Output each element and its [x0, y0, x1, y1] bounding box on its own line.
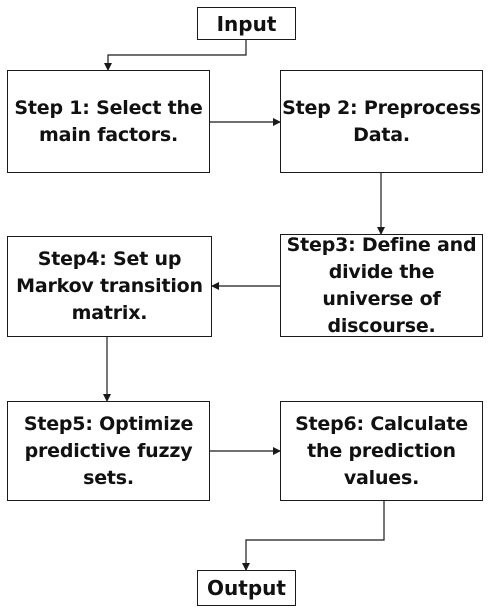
step4-label-line-3: matrix.: [71, 302, 148, 324]
step2-label-line-2: Data.: [353, 123, 410, 146]
arrow-step6-to-output: [242, 501, 385, 571]
step1-label-line-1: Step 1: Select the: [14, 96, 203, 119]
step6-label-line-2: the prediction: [307, 439, 456, 462]
step2-node: Step 2: Preprocess Data.: [280, 70, 483, 173]
input-label-line-1: Input: [216, 11, 277, 36]
step3-node: Step3: Define and divide the universe of…: [280, 234, 483, 337]
arrow-input-to-step1: [104, 40, 247, 71]
step2-label-line-1: Step 2: Preprocess: [282, 96, 481, 119]
output-node: Output: [197, 570, 296, 606]
step4-label-line-1: Step4: Set up: [37, 248, 182, 270]
step5-label-line-3: sets.: [83, 466, 134, 489]
step4-node: Step4: Set up Markov transition matrix.: [7, 236, 212, 337]
step1-label-line-2: main factors.: [38, 123, 179, 146]
step6-node: Step6: Calculate the prediction values.: [280, 401, 483, 501]
step6-label-line-1: Step6: Calculate: [295, 412, 468, 435]
input-node: Input: [197, 7, 296, 40]
step5-label-line-1: Step5: Optimize: [23, 412, 194, 435]
step4-label-line-2: Markov transition: [16, 275, 203, 297]
step3-label-line-4: discourse.: [327, 314, 436, 337]
step3-label-line-1: Step3: Define and: [286, 233, 477, 256]
step6-label-line-3: values.: [343, 466, 420, 489]
step3-label-line-2: divide the: [328, 260, 435, 283]
step5-label-line-2: predictive fuzzy: [24, 439, 193, 462]
step1-node: Step 1: Select the main factors.: [7, 70, 210, 173]
step3-label-line-3: universe of: [322, 287, 441, 310]
step5-node: Step5: Optimize predictive fuzzy sets.: [7, 401, 210, 501]
output-label-line-1: Output: [207, 576, 286, 600]
